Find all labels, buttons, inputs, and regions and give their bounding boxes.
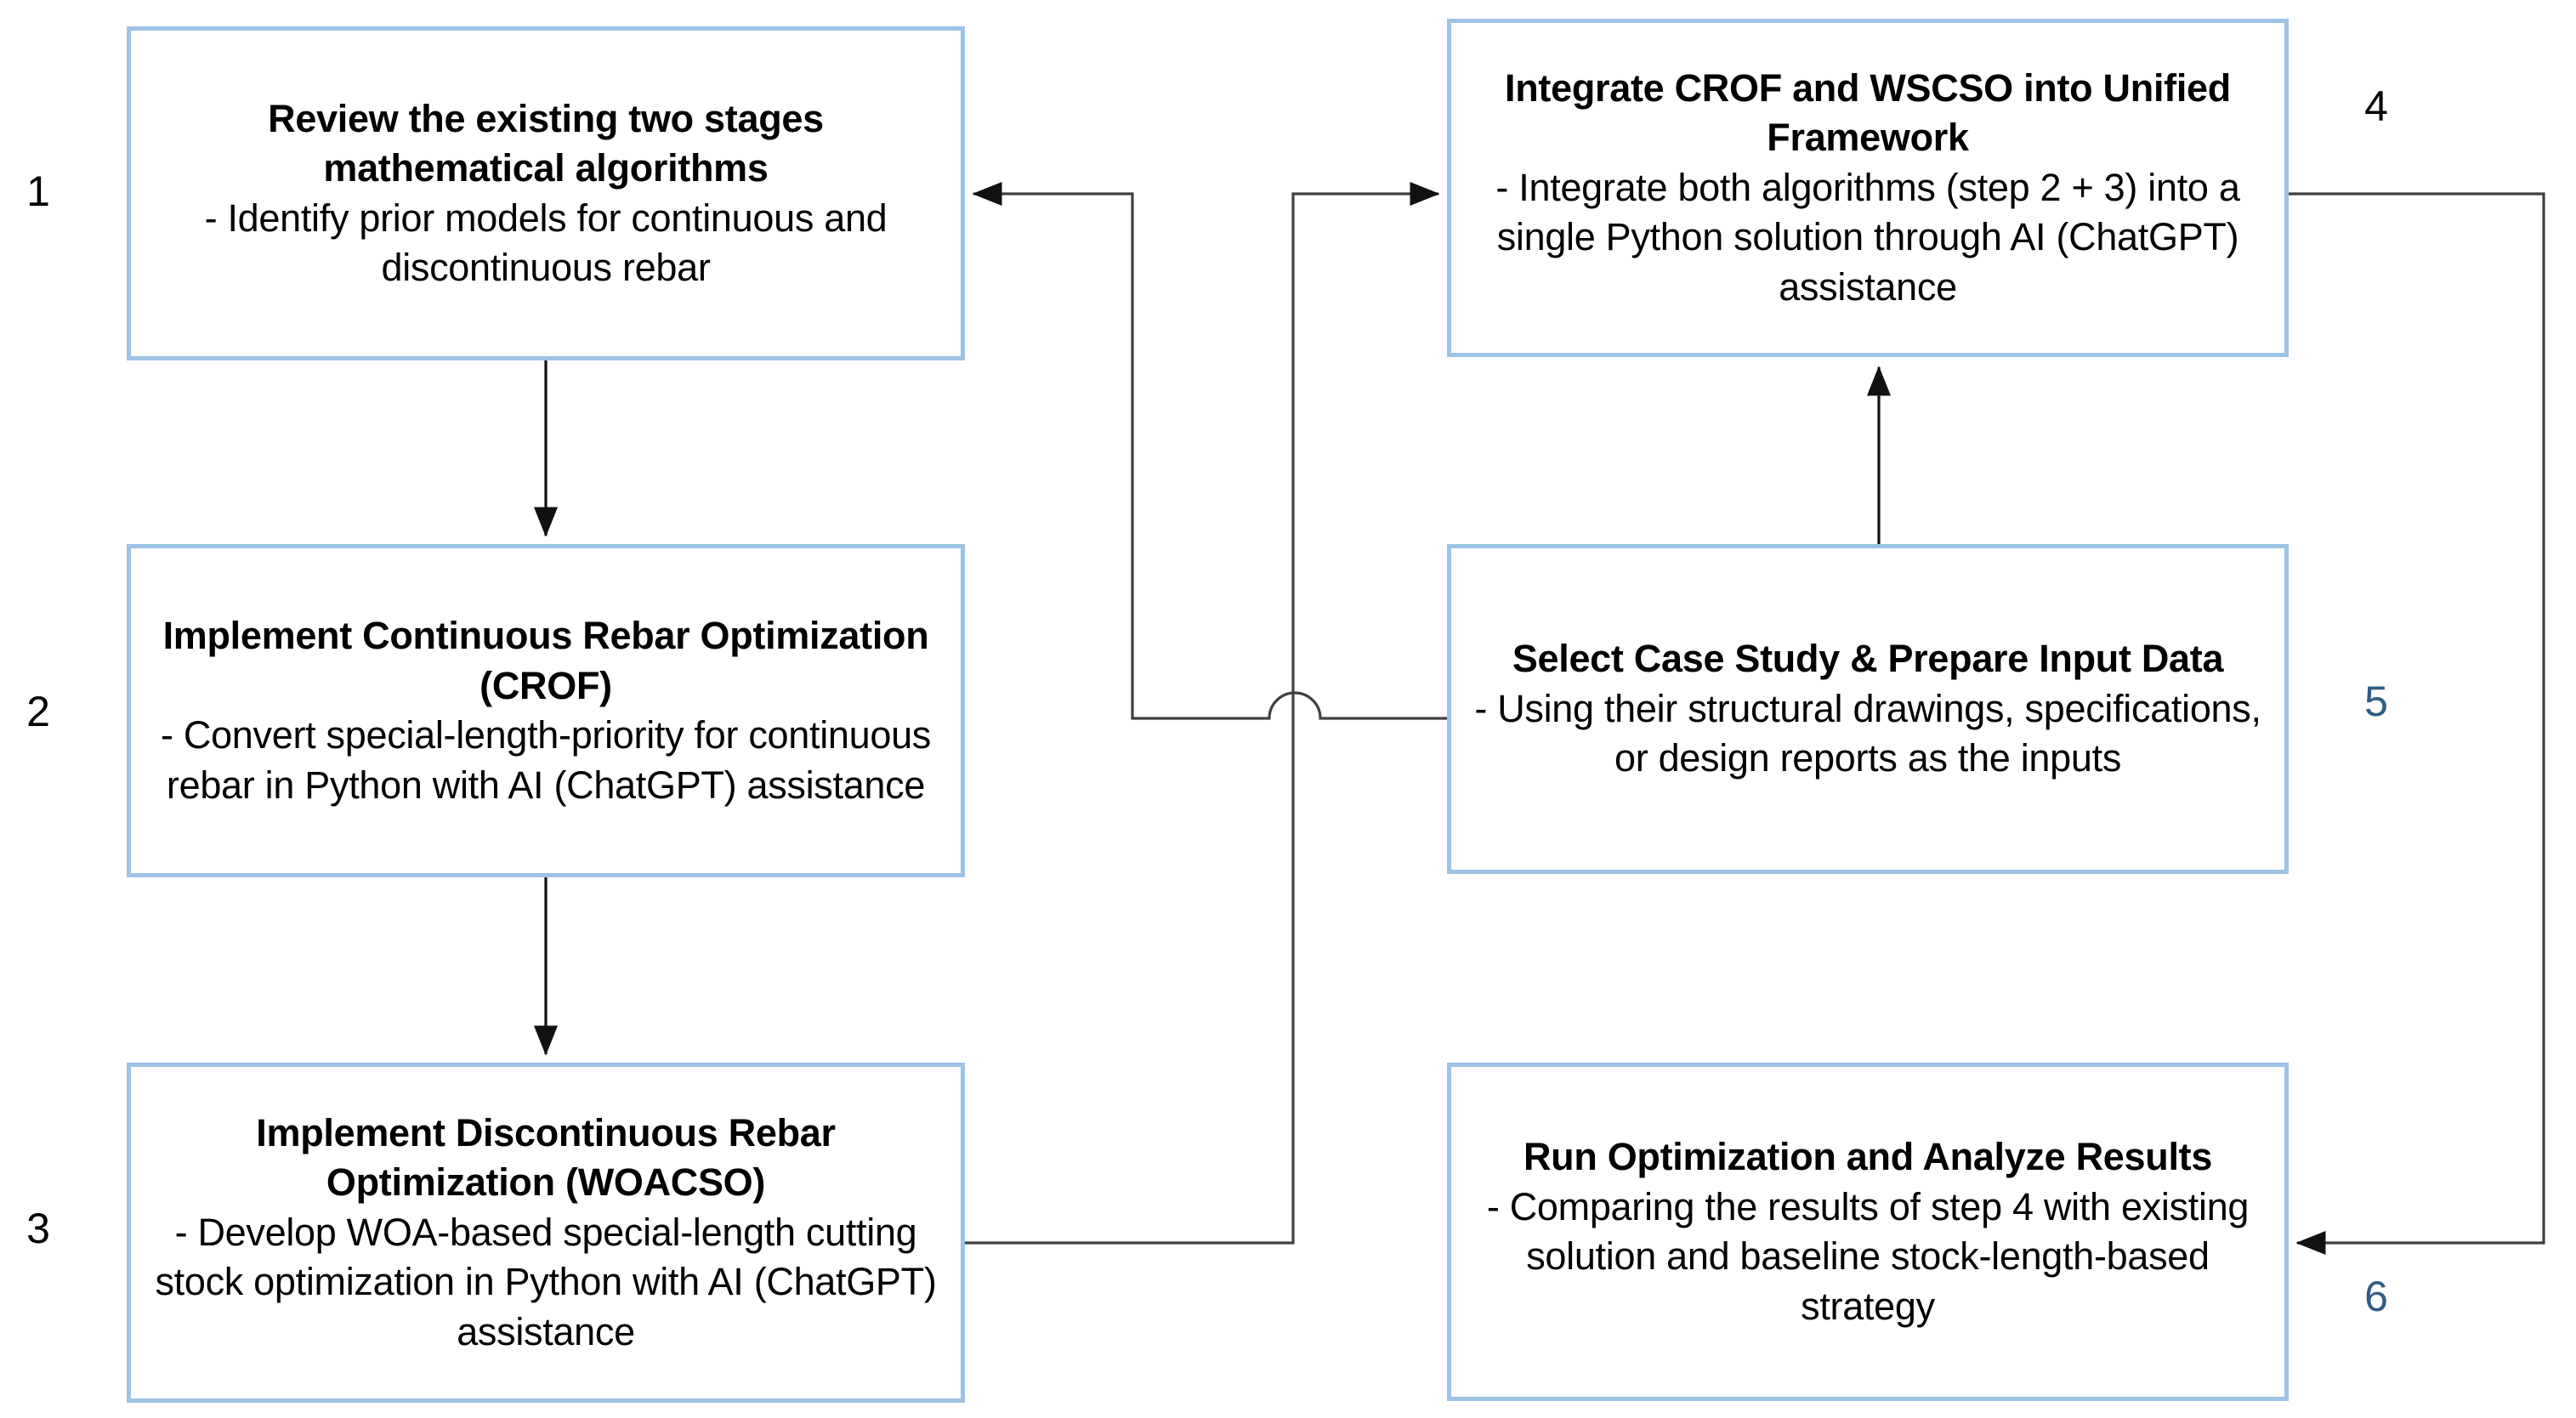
step-number-5: 5: [2364, 678, 2388, 725]
step-box-6-description: - Comparing the results of step 4 with e…: [1486, 1184, 2250, 1328]
step-box-2[interactable]: Implement Continuous Rebar Optimization …: [127, 544, 965, 877]
step-number-6: 6: [2364, 1273, 2388, 1320]
step-number-4: 4: [2364, 82, 2388, 130]
step-box-6-title: Run Optimization and Analyze Results: [1523, 1135, 2213, 1178]
step-number-1: 1: [26, 167, 50, 215]
step-number-3: 3: [26, 1205, 50, 1252]
step-box-5[interactable]: Select Case Study & Prepare Input Data -…: [1447, 544, 2289, 874]
step-box-5-title: Select Case Study & Prepare Input Data: [1512, 637, 2224, 681]
step-box-4-title: Integrate CROF and WSCSO into Unified Fr…: [1505, 65, 2231, 160]
step-box-4-description: - Integrate both algorithms (step 2 + 3)…: [1495, 165, 2240, 309]
step-box-2-description: - Convert special-length-priority for co…: [160, 713, 931, 807]
connector-step3-to-step4: [965, 181, 1440, 1245]
step-box-3-description: - Develop WOA-based special-length cutti…: [155, 1210, 937, 1353]
connector-step4-to-step6: [2289, 192, 2545, 1256]
step-box-1[interactable]: Review the existing two stages mathemati…: [127, 26, 965, 360]
step-box-6[interactable]: Run Optimization and Analyze Results - C…: [1447, 1063, 2289, 1401]
step-box-2-title: Implement Continuous Rebar Optimization …: [162, 614, 929, 707]
step-box-4[interactable]: Integrate CROF and WSCSO into Unified Fr…: [1447, 19, 2289, 357]
step-box-3-title: Implement Discontinuous Rebar Optimizati…: [256, 1110, 836, 1205]
step-box-5-description: - Using their structural drawings, speci…: [1474, 686, 2261, 780]
connector-step5-to-step1: [972, 181, 1447, 720]
step-box-1-title: Review the existing two stages mathemati…: [268, 96, 824, 190]
step-box-3[interactable]: Implement Discontinuous Rebar Optimizati…: [127, 1063, 965, 1403]
step-box-1-description: - Identify prior models for continuous a…: [204, 196, 888, 290]
step-number-2: 2: [26, 688, 50, 735]
